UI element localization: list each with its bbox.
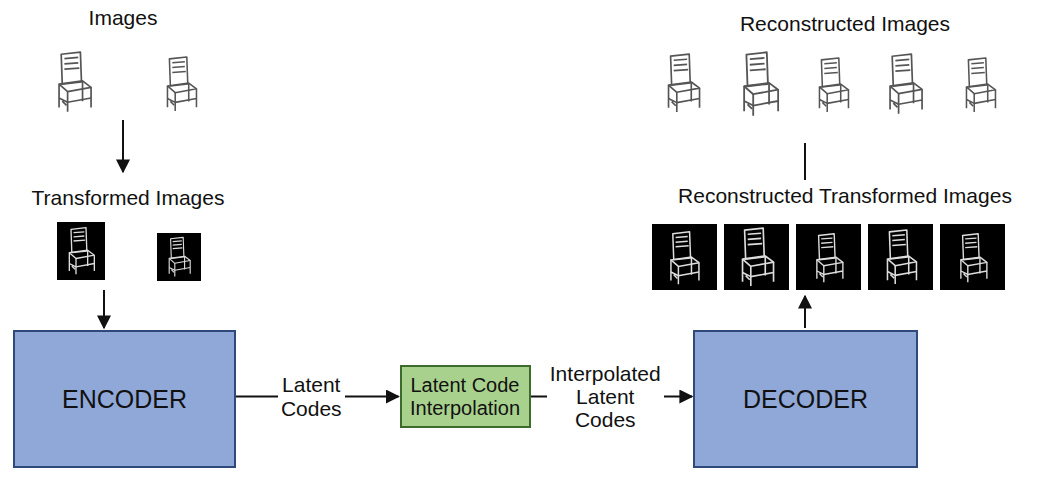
flow-arrow	[122, 120, 124, 172]
interpolation-box: Latent Code Interpolation	[400, 365, 531, 428]
link-line	[804, 143, 806, 180]
transformed-image	[57, 222, 201, 281]
chair-image	[59, 52, 196, 112]
reconstructed-image	[669, 52, 996, 115]
edge-label: Interpolated Latent Codes	[547, 361, 664, 432]
edge-label: Latent Codes	[278, 372, 345, 420]
caption-label: Images	[89, 6, 158, 30]
node-text: Latent Code Interpolation	[410, 374, 521, 420]
flow-arrow	[804, 296, 806, 328]
encoder-box: ENCODER	[13, 330, 236, 468]
node-text: ENCODER	[62, 385, 187, 414]
caption-label: Reconstructed Transformed Images	[678, 184, 1012, 208]
decoder-box: DECODER	[693, 330, 918, 468]
reconstructed-transformed-image	[652, 224, 1005, 290]
caption-label: Transformed Images	[32, 186, 225, 210]
flow-arrow	[103, 290, 105, 328]
caption-label: Reconstructed Images	[740, 12, 950, 36]
node-text: DECODER	[743, 385, 868, 414]
